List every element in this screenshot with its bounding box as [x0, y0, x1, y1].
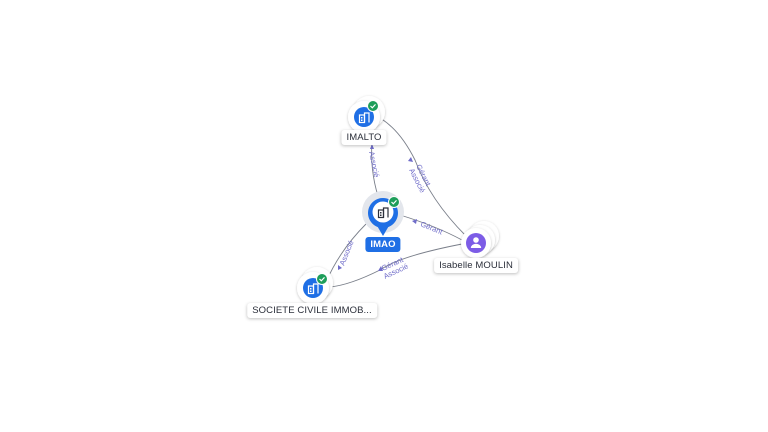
node-label-person[interactable]: Isabelle MOULIN — [434, 258, 518, 273]
building-icon — [307, 283, 319, 295]
arrow-icon — [378, 266, 383, 271]
arrow-icon — [338, 265, 342, 270]
node-label-imalto[interactable]: IMALTO — [341, 130, 387, 145]
edge-person-imao[interactable]: Gérant — [399, 214, 463, 241]
node-imao[interactable] — [362, 191, 404, 236]
edge-label-associe: Associé — [338, 239, 356, 267]
check-badge-icon — [367, 100, 379, 112]
node-sci[interactable] — [297, 267, 333, 304]
building-icon — [377, 207, 389, 219]
node-label-imao[interactable]: IMAO — [365, 237, 401, 252]
arrow-icon — [370, 144, 374, 149]
node-label-sci[interactable]: SOCIETE CIVILE IMMOB... — [247, 303, 377, 318]
edge-label-associe: Associé — [367, 151, 381, 179]
check-badge-icon — [316, 273, 328, 285]
arrow-icon — [412, 219, 417, 224]
node-imalto[interactable] — [348, 96, 385, 133]
node-person[interactable] — [461, 221, 499, 258]
edge-label-gerant: Gérant — [419, 220, 444, 237]
person-icon — [470, 237, 482, 248]
edge-imao-sci[interactable]: Associé — [325, 223, 367, 283]
check-badge-icon — [388, 196, 400, 208]
edge-imao-imalto[interactable]: Associé — [367, 141, 381, 197]
arrow-icon — [408, 157, 413, 162]
building-icon — [358, 112, 370, 124]
